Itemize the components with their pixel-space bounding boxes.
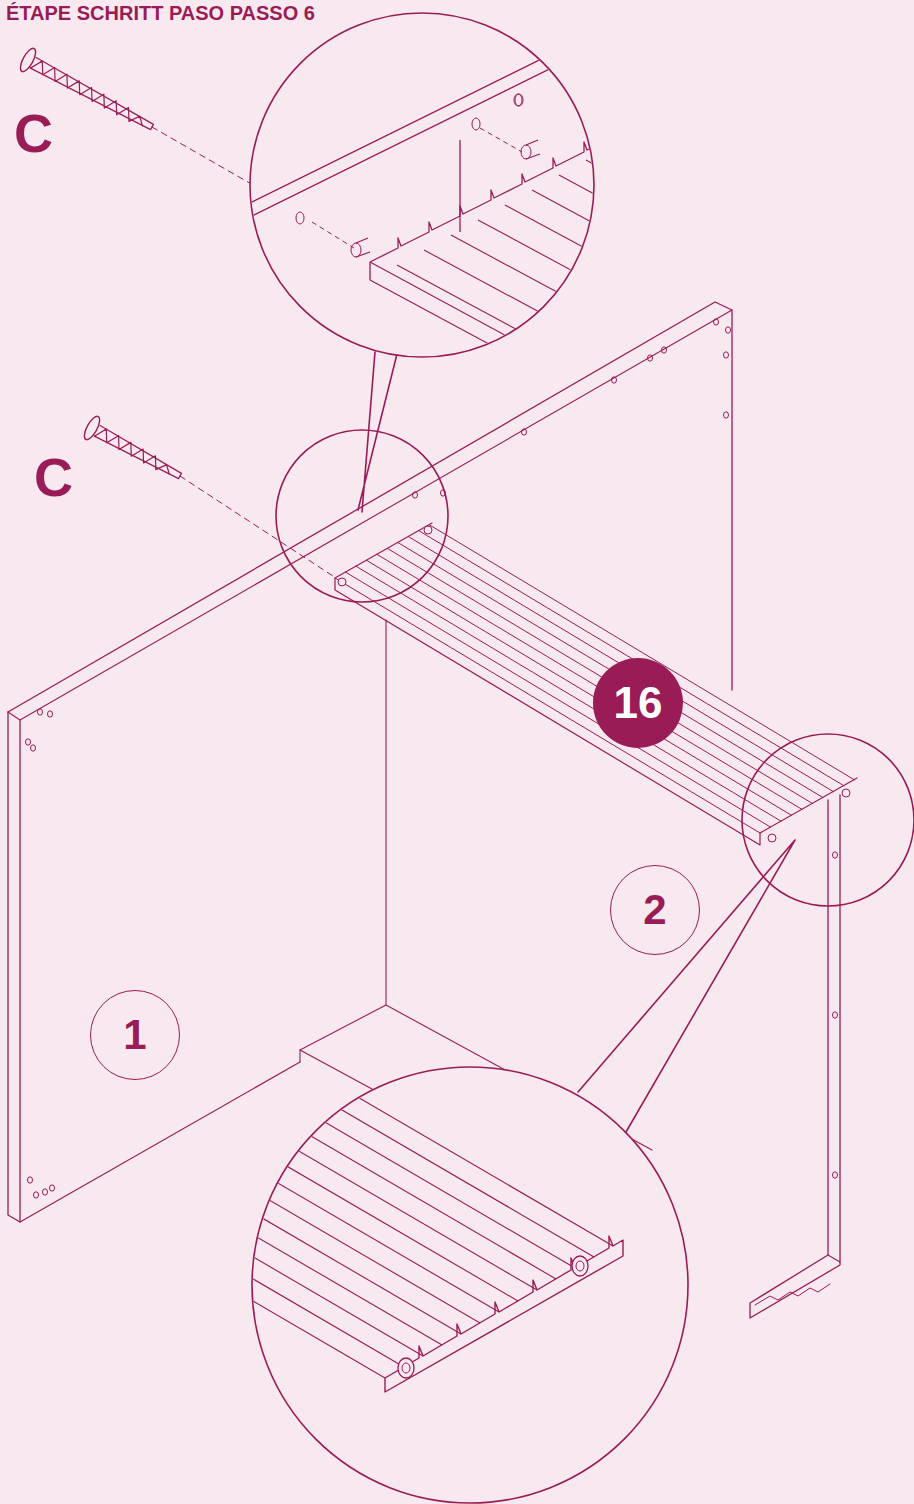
dowel [521,145,531,159]
drill-hole [413,492,418,498]
dowel [576,1261,584,1271]
side-panel [828,1255,840,1262]
drill-hole [833,1012,838,1018]
panel-number-circle: 2 [610,865,700,955]
step-title: ÉTAPE SCHRITT PASO PASSO 6 [6,2,315,25]
detail-line [370,142,599,262]
screw-head [17,46,38,74]
detail-zoom [252,1067,688,1503]
hardware-letter: C [14,106,53,160]
detail-line [312,128,522,248]
drill-hole [522,429,527,435]
screw-body [94,426,181,479]
detail-line [85,1071,613,1378]
drill-hole [514,94,522,106]
screw-head [81,414,102,442]
dowel [572,1256,588,1276]
drill-hole [28,1177,33,1183]
drill-hole [648,355,653,361]
drill-hole [515,94,523,106]
back-panel-edge [8,712,20,1222]
drill-hole [724,352,729,358]
drill-hole [472,118,480,130]
drill-hole [34,1192,39,1198]
detail-marker [742,734,914,906]
slatted-shelf-edge [335,523,857,845]
part-number-badge: 16 [593,658,683,748]
drill-hole [26,739,31,745]
drill-hole [726,327,731,333]
inner-corner [385,620,386,1005]
screw-thread [94,429,169,474]
detail-line [459,140,460,232]
part-number: 1 [123,1014,146,1056]
detail-zoom [250,13,594,357]
dowel [351,243,361,257]
drill-hole [612,377,617,383]
dowel [402,1363,410,1373]
drill-hole [724,412,729,418]
detail-marker [276,430,448,602]
side-panel [750,795,840,1318]
detail-leader [358,350,398,512]
dowel [842,789,850,797]
drill-hole [296,212,304,224]
back-panel-edge [8,310,732,720]
side-panel-slots [755,1284,830,1305]
dowel [768,834,776,842]
dowel [398,1358,414,1378]
back-panel [8,302,732,712]
drill-hole [31,745,36,751]
detail-line [370,160,846,420]
detail-line [356,238,370,257]
drill-hole [833,1172,838,1178]
drill-hole [50,1185,55,1191]
detail-line [369,262,370,280]
panel-number-circle: 1 [90,990,180,1080]
dowel [338,578,346,586]
drill-hole [714,319,719,325]
detail-line [385,1236,623,1392]
drill-hole [43,1189,48,1195]
detail-line [526,140,540,159]
drill-hole [48,711,53,717]
part-number: 2 [643,889,666,931]
drill-hole [662,347,667,353]
drill-hole [833,852,838,858]
screw-path [180,476,336,578]
part-number: 16 [614,681,663,725]
slatted-shelf [335,525,855,833]
detail-line [240,30,600,222]
back-panel-bottom [20,1062,300,1222]
dowel [424,526,432,534]
drill-hole [38,709,43,715]
detail-leader [578,840,795,1132]
hardware-letter: C [34,450,73,504]
